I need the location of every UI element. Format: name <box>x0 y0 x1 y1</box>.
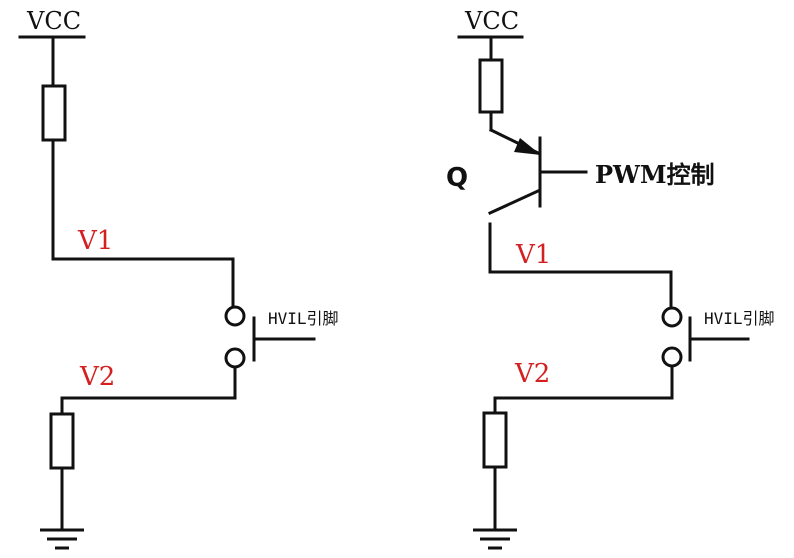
right-hvil-pad-bottom <box>661 346 683 368</box>
left-resistor-bottom <box>49 412 75 470</box>
right-wire-v2 <box>493 364 674 415</box>
transistor-collector <box>488 189 540 215</box>
right-hvil-pad-top <box>661 306 683 328</box>
right-circuit: VCC Q PWM控制 V1 HVIL引脚 V2 <box>446 7 775 550</box>
left-vcc-label: VCC <box>26 7 81 35</box>
right-ground-symbol <box>473 528 517 550</box>
left-wire-v2 <box>60 365 237 416</box>
right-vcc-label: VCC <box>464 7 519 35</box>
right-v1-label: V1 <box>515 240 551 270</box>
transistor-q <box>488 127 588 215</box>
left-v1-label: V1 <box>77 226 113 256</box>
left-ground-symbol <box>40 528 84 550</box>
right-resistor-bottom <box>482 411 508 469</box>
left-hvil-pad-bottom <box>224 347 246 369</box>
left-wire-v1 <box>51 138 235 308</box>
left-hvil-pad-top <box>224 305 246 327</box>
left-circuit: VCC V1 HVIL引脚 V2 <box>18 7 339 550</box>
right-v2-label: V2 <box>514 359 550 389</box>
left-hvil-pin-label: HVIL引脚 <box>268 309 339 328</box>
right-wire-v1 <box>488 222 673 309</box>
right-hvil-pin-label: HVIL引脚 <box>704 309 775 328</box>
transistor-q-label: Q <box>446 163 468 193</box>
right-resistor-top <box>478 58 504 114</box>
pwm-control-label: PWM控制 <box>595 160 715 189</box>
transistor-emitter-arrow <box>514 138 541 155</box>
left-resistor-top <box>41 84 67 142</box>
left-v2-label: V2 <box>79 362 115 392</box>
